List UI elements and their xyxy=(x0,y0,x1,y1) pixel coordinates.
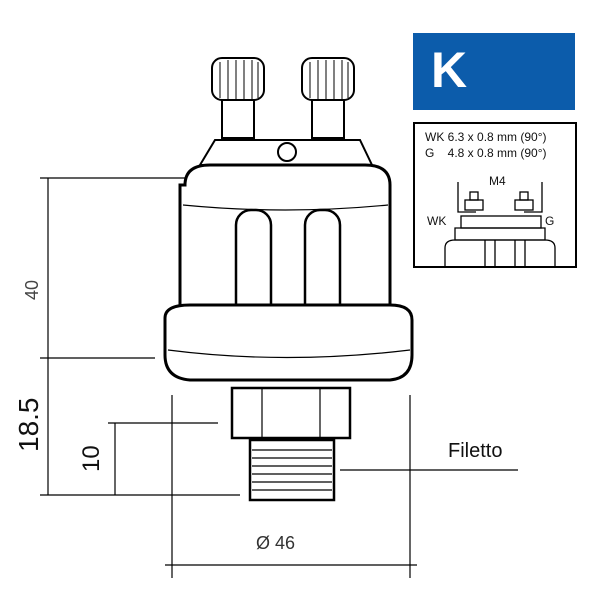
connector-spec-inset: WK 6.3 x 0.8 mm (90°) G 4.8 x 0.8 mm (90… xyxy=(413,122,577,268)
terminal-sketch xyxy=(444,182,556,266)
sensor-type-badge: K xyxy=(413,33,575,110)
screw-label: M4 xyxy=(489,174,506,188)
dim-body-height: 40 xyxy=(22,279,42,300)
dim-thread-length: 10 xyxy=(78,445,105,472)
badge-letter: K xyxy=(431,42,468,98)
terminal-g-label: G xyxy=(545,214,555,228)
dimension-lines xyxy=(40,177,518,578)
dim-diameter: Ø 46 xyxy=(256,533,296,553)
terminal-wk-label: WK xyxy=(427,214,447,228)
thread-label: Filetto xyxy=(448,440,503,462)
spec-line-g: G 4.8 x 0.8 mm (90°) xyxy=(425,146,547,160)
thread xyxy=(248,438,336,502)
terminal-knob-left xyxy=(211,57,265,139)
dim-total-height: 18.5 xyxy=(13,397,44,453)
terminal-knob-right xyxy=(301,57,355,139)
spec-line-wk: WK 6.3 x 0.8 mm (90°) xyxy=(425,130,547,144)
